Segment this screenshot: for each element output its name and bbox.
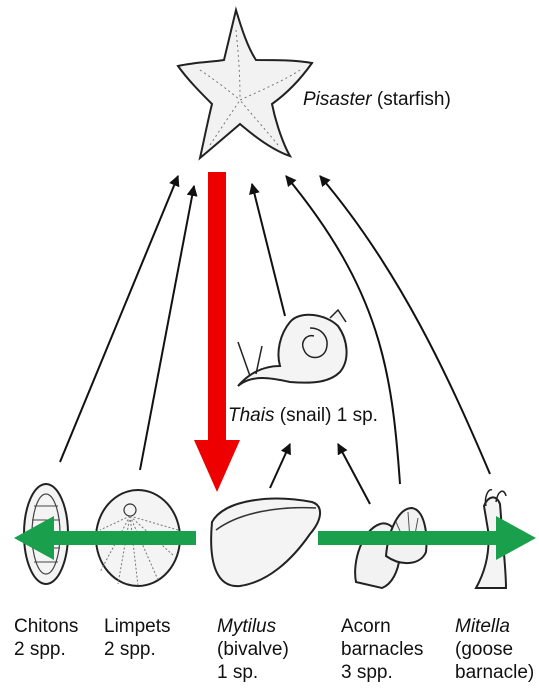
prey-count: 3 spp.: [341, 661, 423, 684]
prey-count: 2 spp.: [104, 638, 171, 661]
arrow-thais-to-pisaster: [252, 184, 285, 316]
prey-label-acorn-barnacles: Acorn barnacles 3 spp.: [341, 615, 423, 684]
prey-count: 2 spp.: [14, 638, 78, 661]
pisaster-genus: Pisaster: [303, 89, 372, 110]
feeding-arrows: [60, 176, 490, 504]
prey-label-mytilus: Mytilus (bivalve) 1 sp.: [217, 615, 289, 684]
arrow-chitons-to-pisaster: [60, 176, 178, 462]
prey-count: 1 sp.: [217, 661, 289, 684]
arrow-mitella-to-pisaster: [320, 176, 490, 474]
arrow-acorn-to-thais: [338, 444, 370, 504]
prey-common-cont: barnacle): [455, 661, 534, 684]
starfish-illustration: [178, 10, 312, 158]
green-arrow-right: [318, 516, 536, 560]
prey-name: Acorn: [341, 615, 423, 638]
acorn-barnacles-illustration: [355, 508, 426, 588]
prey-name-cont: barnacles: [341, 638, 423, 661]
thais-count: 1 sp.: [337, 405, 378, 426]
prey-name: Mitella: [455, 615, 534, 638]
prey-common: (goose: [455, 638, 534, 661]
thais-label: Thais (snail) 1 sp.: [228, 404, 378, 427]
prey-label-chitons: Chitons 2 spp.: [14, 615, 78, 661]
arrow-limpets-to-pisaster: [140, 186, 194, 470]
prey-name: Chitons: [14, 615, 78, 638]
pisaster-label: Pisaster (starfish): [303, 88, 451, 111]
prey-label-limpets: Limpets 2 spp.: [104, 615, 171, 661]
pisaster-common: (starfish): [377, 89, 451, 110]
arrow-mytilus-to-thais: [270, 444, 290, 488]
snail-illustration: [238, 310, 347, 386]
thais-common: (snail): [280, 405, 332, 426]
prey-name: Mytilus: [217, 615, 289, 638]
prey-name: Limpets: [104, 615, 171, 638]
prey-label-mitella: Mitella (goose barnacle): [455, 615, 534, 684]
removal-arrow: [194, 172, 240, 492]
thais-genus: Thais: [228, 405, 274, 426]
mussel-illustration: [211, 499, 320, 587]
prey-common: (bivalve): [217, 638, 289, 661]
